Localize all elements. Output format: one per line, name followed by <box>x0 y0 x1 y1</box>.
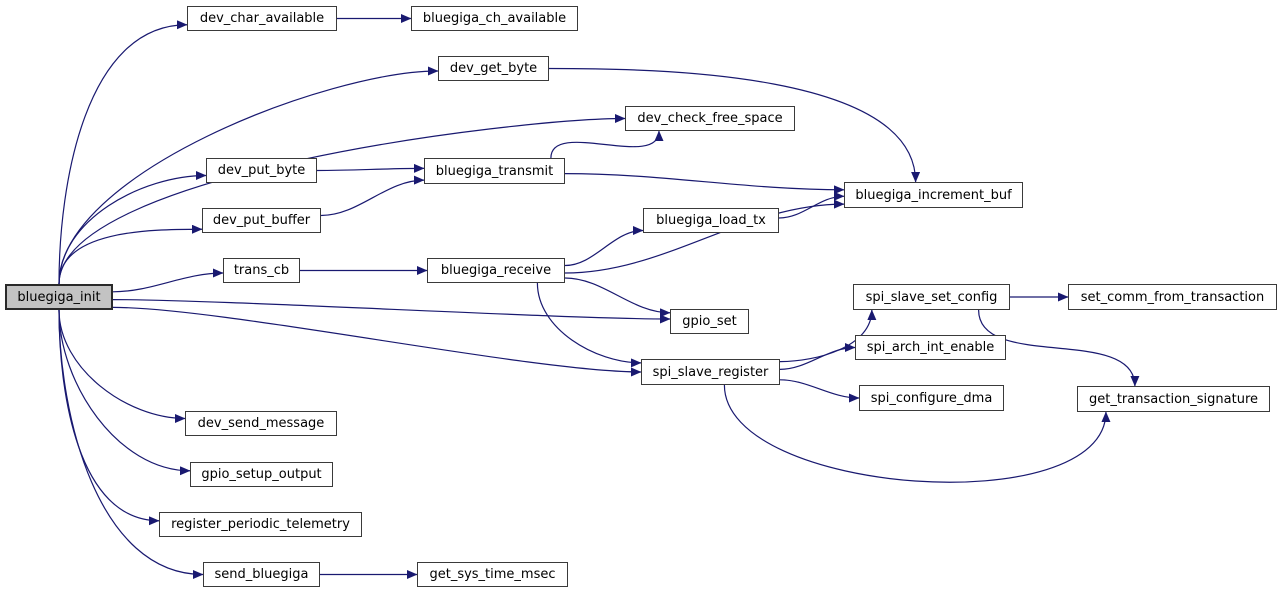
edge-spi_slave_set_config-to-get_transaction_signature <box>978 309 1140 387</box>
node-bluegiga_receive[interactable]: bluegiga_receive <box>427 258 565 283</box>
edge-spi_slave_register-to-spi_arch_int_enable <box>779 343 856 370</box>
node-dev_put_buffer[interactable]: dev_put_buffer <box>202 208 321 233</box>
node-spi_configure_dma[interactable]: spi_configure_dma <box>859 385 1004 411</box>
edge-spi_slave_register-to-spi_configure_dma <box>779 379 860 403</box>
edge-bluegiga_load_tx-to-bluegiga_increment_buf <box>778 191 845 219</box>
node-bluegiga_increment_buf[interactable]: bluegiga_increment_buf <box>844 182 1023 208</box>
node-send_bluegiga[interactable]: send_bluegiga <box>203 562 320 587</box>
edge-bluegiga_transmit-to-dev_check_free_space <box>550 130 664 159</box>
node-bluegiga_transmit[interactable]: bluegiga_transmit <box>424 158 565 184</box>
node-bluegiga_load_tx[interactable]: bluegiga_load_tx <box>643 208 779 233</box>
edge-bluegiga_init-to-dev_send_message <box>58 309 186 423</box>
node-dev_check_free_space[interactable]: dev_check_free_space <box>625 106 795 131</box>
edge-bluegiga_init-to-dev_put_byte <box>58 171 207 285</box>
edge-bluegiga_init-to-spi_slave_register <box>112 306 642 377</box>
node-get_transaction_signature[interactable]: get_transaction_signature <box>1077 386 1270 412</box>
node-bluegiga_init[interactable]: bluegiga_init <box>5 284 113 310</box>
node-register_periodic_telemetry[interactable]: register_periodic_telemetry <box>159 512 362 537</box>
edge-bluegiga_init-to-gpio_setup_output <box>58 309 191 476</box>
edge-dev_put_buffer-to-bluegiga_transmit <box>320 175 425 217</box>
edge-bluegiga_receive-to-gpio_set <box>564 277 671 318</box>
node-bluegiga_ch_available[interactable]: bluegiga_ch_available <box>411 6 578 31</box>
node-trans_cb[interactable]: trans_cb <box>223 258 300 283</box>
edge-spi_slave_register-to-get_transaction_signature <box>723 384 1111 483</box>
node-gpio_setup_output[interactable]: gpio_setup_output <box>190 462 333 487</box>
node-gpio_set[interactable]: gpio_set <box>670 309 749 334</box>
edge-bluegiga_init-to-trans_cb <box>112 268 224 293</box>
edge-dev_put_byte-to-bluegiga_transmit <box>316 163 425 173</box>
edge-bluegiga_init-to-gpio_set <box>112 299 671 324</box>
node-dev_send_message[interactable]: dev_send_message <box>185 411 337 436</box>
edge-bluegiga_init-to-send_bluegiga <box>58 309 204 579</box>
edge-bluegiga_receive-to-spi_slave_register <box>536 282 642 368</box>
edge-bluegiga_init-to-dev_char_available <box>58 20 188 285</box>
edge-bluegiga_transmit-to-bluegiga_increment_buf <box>564 173 845 195</box>
node-get_sys_time_msec[interactable]: get_sys_time_msec <box>417 562 568 587</box>
edge-bluegiga_receive-to-bluegiga_load_tx <box>564 226 644 267</box>
node-dev_put_byte[interactable]: dev_put_byte <box>206 158 317 183</box>
edge-bluegiga_receive-to-bluegiga_increment_buf <box>564 199 845 274</box>
node-spi_arch_int_enable[interactable]: spi_arch_int_enable <box>855 335 1006 360</box>
node-spi_slave_set_config[interactable]: spi_slave_set_config <box>853 284 1010 310</box>
edge-bluegiga_init-to-dev_put_buffer <box>58 224 203 285</box>
node-dev_get_byte[interactable]: dev_get_byte <box>438 56 549 81</box>
node-dev_char_available[interactable]: dev_char_available <box>187 6 337 31</box>
edge-dev_get_byte-to-bluegiga_increment_buf <box>548 67 921 183</box>
node-spi_slave_register[interactable]: spi_slave_register <box>641 359 780 385</box>
node-set_comm_from_transaction[interactable]: set_comm_from_transaction <box>1068 284 1277 310</box>
